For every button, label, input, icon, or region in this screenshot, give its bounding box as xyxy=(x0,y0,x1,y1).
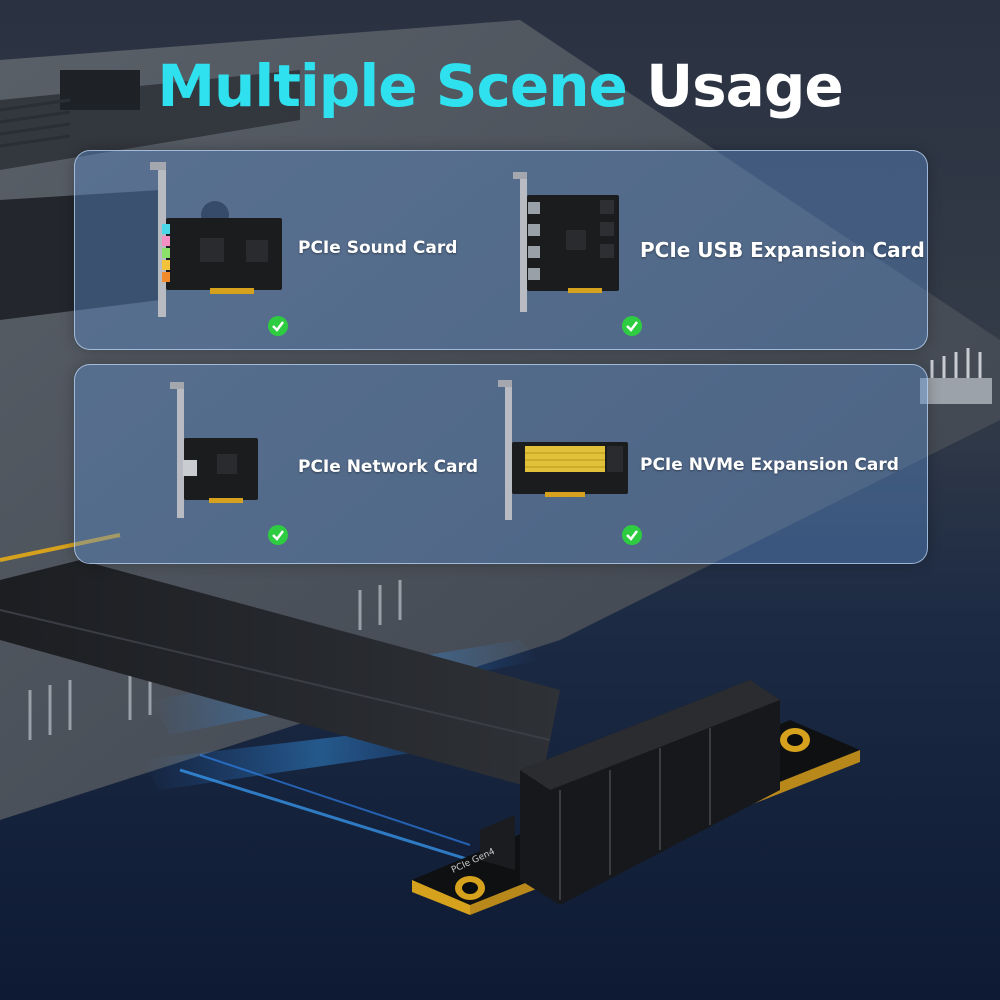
sound-card-image xyxy=(150,162,282,317)
check-icon xyxy=(622,316,642,336)
riser-board: PCIe Gen4 xyxy=(412,680,860,915)
usb-card-image xyxy=(513,172,619,312)
card-label-usb: PCIe USB Expansion Card xyxy=(640,238,925,262)
card-label-nvme: PCIe NVMe Expansion Card xyxy=(640,455,899,475)
card-label-network: PCIe Network Card xyxy=(298,457,479,477)
card-label-sound: PCIe Sound Card xyxy=(298,238,458,258)
heatsink xyxy=(0,98,71,148)
title-main: Usage xyxy=(646,52,844,120)
nvme-card-image xyxy=(498,380,628,520)
check-icon xyxy=(268,525,288,545)
title-accent: Multiple Scene xyxy=(157,52,628,120)
check-icon xyxy=(268,316,288,336)
network-card-image xyxy=(170,382,258,518)
page-title: Multiple Scene Usage xyxy=(0,52,1000,120)
pcie-slot xyxy=(520,680,780,905)
ribbon-cable xyxy=(0,560,560,790)
check-icon xyxy=(622,525,642,545)
